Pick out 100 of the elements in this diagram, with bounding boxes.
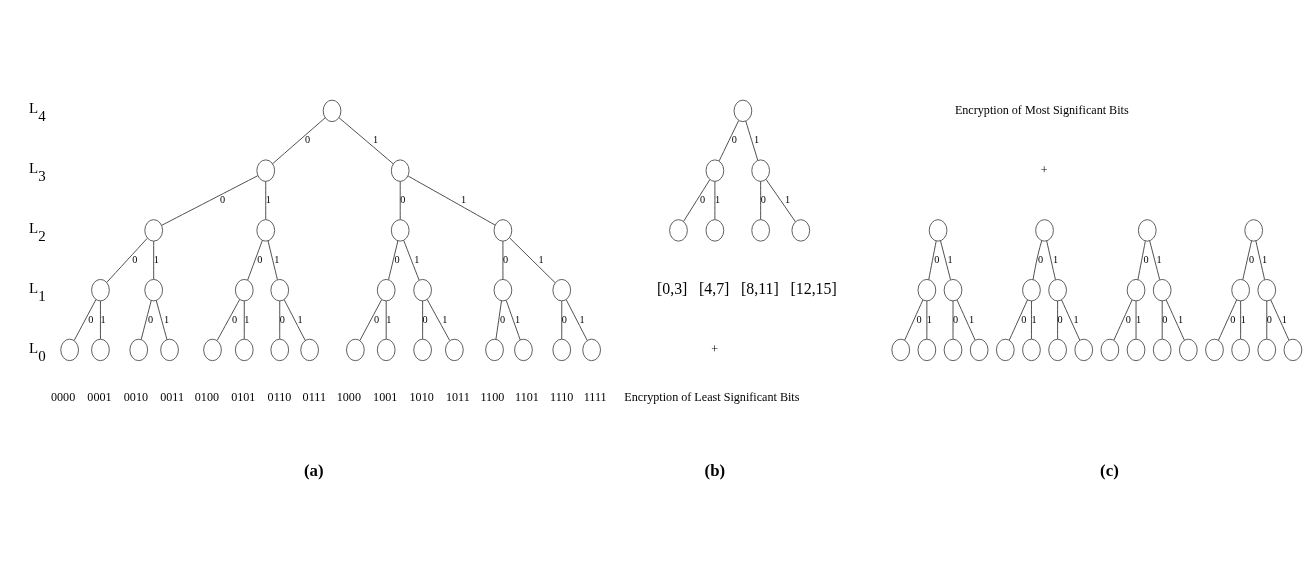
- node-label: 1110: [550, 390, 574, 405]
- edge-label: 0: [916, 313, 922, 325]
- edge-label: 1: [265, 194, 271, 206]
- connector: [399, 180, 401, 220]
- edge-label: 0: [502, 253, 509, 265]
- edge-label: 1: [297, 313, 303, 325]
- node-label: [8,11]: [741, 279, 779, 297]
- node-circle: [160, 338, 179, 362]
- connector: [1113, 299, 1133, 341]
- node-circle: [514, 338, 533, 362]
- edge-label: 0: [1249, 253, 1255, 265]
- edge-label: 1: [1178, 313, 1184, 325]
- node-circle: [1179, 338, 1198, 362]
- connector: [928, 240, 937, 281]
- node-circle: [300, 338, 319, 362]
- edge-label: 0: [1057, 313, 1063, 325]
- node-label: 0101: [231, 390, 256, 405]
- connector: [1266, 300, 1268, 340]
- edge-label: 1: [714, 194, 721, 206]
- node-circle: [969, 338, 989, 362]
- edge-label: 1: [373, 134, 379, 146]
- node-circle: [322, 99, 342, 123]
- connector: [1218, 299, 1238, 341]
- connector: [505, 299, 521, 341]
- connector: [1031, 300, 1032, 340]
- connector: [565, 299, 588, 341]
- node-circle: [390, 219, 410, 242]
- edge-label: 0: [148, 313, 154, 325]
- connector: [338, 117, 394, 165]
- connector: [1135, 300, 1137, 340]
- node-circle: [1048, 278, 1067, 302]
- node-circle: [751, 159, 770, 182]
- node-label: [0,3]: [657, 279, 688, 297]
- edge-label: 0: [1230, 313, 1236, 325]
- label: +: [1040, 162, 1048, 177]
- edge-label: 1: [579, 313, 585, 325]
- node-circle: [1152, 338, 1172, 362]
- node-circle: [1257, 278, 1277, 302]
- edge-label: 0: [232, 313, 238, 325]
- connector: [267, 240, 278, 280]
- connector: [1057, 300, 1059, 340]
- connector: [106, 237, 148, 283]
- connector: [1061, 299, 1081, 341]
- edge-label: 1: [1136, 313, 1142, 325]
- node-label: 1010: [409, 390, 434, 405]
- edge-label: 1: [1281, 313, 1287, 325]
- node-circle: [705, 219, 725, 242]
- edge-label: 0: [1037, 253, 1044, 265]
- edge-label: 1: [100, 313, 106, 325]
- edge-label: 1: [1262, 253, 1268, 265]
- node-circle: [995, 338, 1015, 362]
- node-circle: [751, 219, 770, 242]
- node-circle: [129, 338, 149, 362]
- node-label: 0011: [160, 390, 185, 405]
- node-circle: [376, 278, 396, 302]
- connector: [1008, 299, 1028, 341]
- edge-label: 1: [153, 253, 159, 265]
- connector: [714, 180, 716, 220]
- edge-label: 1: [1073, 313, 1079, 325]
- edge-label: 1: [163, 313, 170, 325]
- node-circle: [917, 278, 937, 302]
- node-circle: [60, 338, 79, 362]
- node-circle: [1035, 219, 1054, 242]
- node-label: 0111: [302, 390, 326, 405]
- node-circle: [1126, 338, 1146, 362]
- connector: [1046, 240, 1056, 280]
- connector: [265, 180, 267, 220]
- connector: [502, 240, 504, 280]
- connector: [407, 175, 496, 226]
- node-circle: [493, 278, 513, 302]
- node-circle: [891, 338, 911, 362]
- connector: [956, 299, 976, 341]
- edge-label: 0: [561, 313, 567, 325]
- edge-label: 0: [374, 313, 380, 325]
- label: Encryption of Most Significant Bits: [954, 103, 1129, 118]
- edge-label: 1: [274, 253, 280, 265]
- connector: [509, 237, 556, 284]
- node-label: 0010: [123, 390, 149, 405]
- edge-label: 0: [1125, 313, 1131, 325]
- node-circle: [1100, 338, 1120, 362]
- node-circle: [203, 338, 222, 362]
- connector: [1165, 299, 1185, 341]
- edge-label: 0: [1266, 313, 1272, 325]
- connector: [272, 117, 326, 165]
- node-label: 1111: [583, 390, 607, 405]
- connector: [760, 180, 762, 220]
- node-circle: [485, 338, 504, 362]
- connector: [73, 299, 97, 341]
- edge-label: 0: [760, 194, 766, 206]
- node-circle: [1137, 219, 1157, 242]
- connector: [359, 299, 383, 341]
- node-label: 1001: [373, 390, 398, 405]
- node-label: [12,15]: [790, 279, 837, 297]
- connector: [403, 239, 420, 281]
- connector: [904, 299, 924, 341]
- edge-label: 1: [947, 253, 953, 265]
- edge-label: 1: [244, 313, 250, 325]
- edge-label: 1: [386, 313, 392, 325]
- connector: [683, 179, 711, 222]
- connector: [385, 300, 387, 340]
